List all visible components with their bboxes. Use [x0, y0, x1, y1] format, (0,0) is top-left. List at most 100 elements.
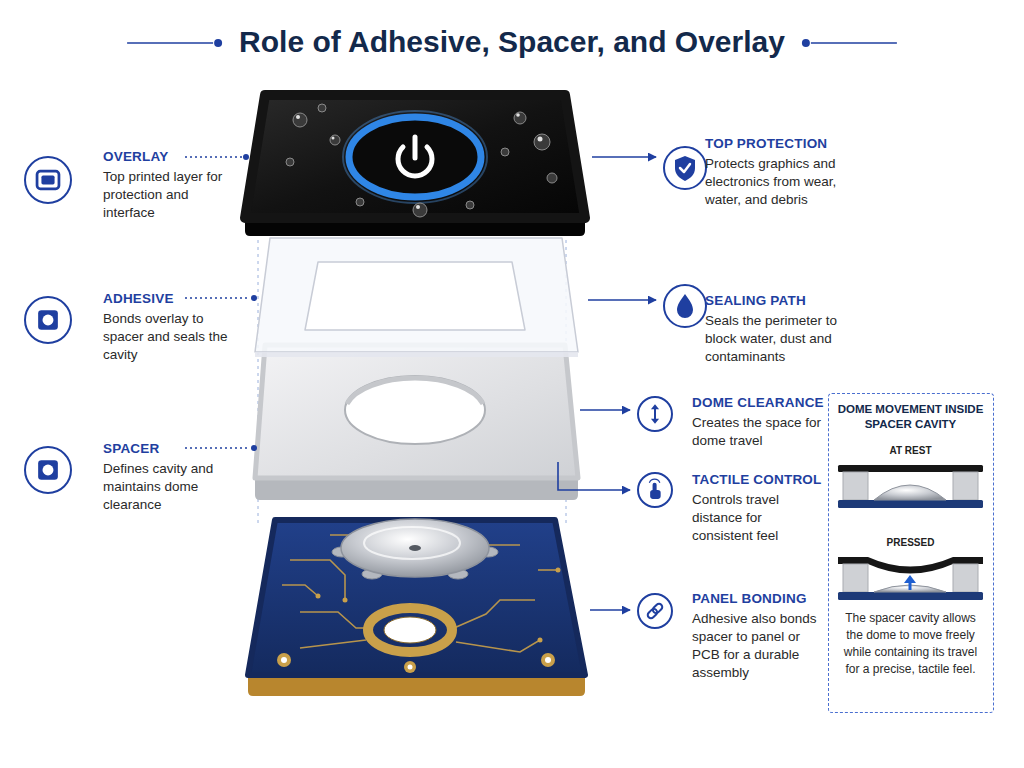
callout-icon [23, 295, 73, 345]
pcb-layer [556, 568, 561, 573]
overlay-layer [245, 95, 585, 236]
overlay-layer [349, 117, 481, 197]
dome-pressed [909, 582, 912, 590]
overlay-layer [293, 113, 307, 127]
pcb-layer [384, 617, 436, 643]
leader-line [185, 297, 250, 299]
overlay-layer [413, 203, 427, 217]
callout: ADHESIVE Bonds overlay to spacer and seal… [23, 290, 231, 364]
dome-at-rest [838, 500, 983, 508]
dome-at-rest [843, 472, 868, 500]
callout-arrow [592, 156, 656, 158]
callout-text: Protects graphics and electronics from w… [705, 155, 865, 209]
adhesive-layer [255, 352, 578, 357]
spacer-layer [255, 345, 578, 478]
pcb-layer [454, 600, 535, 628]
pcb-layer [538, 569, 558, 571]
pcb-layer [343, 598, 348, 603]
callout: SEALING PATHSeals the perimeter to block… [662, 292, 865, 366]
dome-at-rest [953, 472, 978, 500]
title-ornament [127, 42, 213, 44]
pcb-layer [290, 560, 345, 600]
callout: PANEL BONDING Adhesive also bonds spacer … [636, 590, 822, 682]
dome-at-rest [838, 465, 983, 472]
leader-line [185, 447, 250, 449]
title-ornament [802, 39, 810, 47]
callout-icon [23, 155, 73, 205]
callout-icon [662, 283, 708, 329]
callout-arrow [558, 462, 630, 490]
callout-text: Top printed layer for protection and int… [103, 168, 231, 222]
overlay-layer [343, 111, 487, 203]
callout-heading: TOP PROTECTION [705, 135, 865, 152]
overlay-layer [356, 198, 364, 206]
callout-text: Bonds overlay to spacer and seals the ca… [103, 310, 231, 364]
overlay-layer [466, 201, 474, 209]
tactile-dome [364, 527, 460, 559]
spacer-layer [255, 345, 578, 500]
title-ornament [214, 39, 222, 47]
pcb-layer [408, 665, 413, 670]
callout-arrow [590, 609, 630, 611]
callout-heading: SEALING PATH [705, 292, 865, 309]
callout-arrow [580, 409, 630, 411]
inset-panel: DOME MOVEMENT INSIDE SPACER CAVITYAT RES… [828, 393, 994, 713]
pcb-layer [456, 640, 540, 652]
callout-icon [636, 592, 674, 630]
tactile-dome [409, 545, 421, 551]
callout-heading: ADHESIVE [103, 290, 231, 307]
dome-at-rest [874, 485, 946, 500]
pcb-layer [316, 594, 321, 599]
overlay-layer [286, 104, 557, 217]
callout-text: Defines cavity and maintains dome cleara… [103, 460, 231, 514]
callout-icon [23, 445, 73, 495]
tactile-dome [332, 519, 498, 579]
dome-pressed [953, 564, 978, 592]
callout-text: Adhesive also bonds spacer to panel or P… [692, 610, 822, 682]
leader-line [185, 154, 257, 451]
spacer-layer [347, 378, 483, 404]
overlay-layer [413, 137, 418, 158]
callout-icon [636, 395, 674, 433]
callout: SPACER Defines cavity and maintains dome … [23, 440, 231, 514]
callout-heading: SPACER [103, 440, 231, 457]
callout-heading: TACTILE CONTROL [692, 471, 822, 488]
overlay-layer [516, 113, 520, 117]
diagram-title: Role of Adhesive, Spacer, and Overlay [239, 24, 785, 60]
overlay-layer [330, 135, 340, 145]
overlay-layer [538, 137, 543, 142]
pcb-layer [282, 585, 318, 596]
state-label: PRESSED [829, 537, 992, 549]
adhesive-layer [255, 238, 578, 357]
title-ornament [811, 42, 897, 44]
callout-icon [636, 471, 674, 509]
pcb-layer [368, 608, 452, 652]
pcb-layer [248, 520, 585, 675]
callout-arrow [558, 157, 656, 610]
callout-text: Creates the space for dome travel [692, 414, 822, 450]
dome-at-rest [838, 465, 983, 508]
pcb-layer [277, 653, 291, 667]
overlay-layer [416, 205, 420, 209]
tactile-dome [341, 519, 489, 577]
dome-pressed [904, 575, 916, 583]
leader-line [243, 154, 249, 160]
callout: OVERLAYTop printed layer for protection … [23, 148, 231, 222]
panel-title: DOME MOVEMENT INSIDE SPACER CAVITY [835, 402, 986, 432]
dome-pressed [843, 564, 868, 592]
overlay-layer [296, 115, 300, 119]
panel-caption: The spacer cavity allows the dome to mov… [836, 610, 985, 678]
spacer-layer [255, 478, 578, 500]
callout: DOME CLEARANCECreates the space for dome… [636, 394, 822, 450]
overlay-layer [547, 173, 557, 183]
callout-heading: PANEL BONDING [692, 590, 822, 607]
pcb-layer [281, 657, 287, 663]
callout-arrow [588, 299, 656, 301]
pcb-layer [248, 675, 585, 696]
callout-text: Controls travel distance for consistent … [692, 491, 822, 545]
dome-pressed [838, 557, 983, 600]
overlay-layer [501, 148, 509, 156]
overlay-layer [245, 95, 585, 218]
pcb-layer [300, 612, 366, 628]
